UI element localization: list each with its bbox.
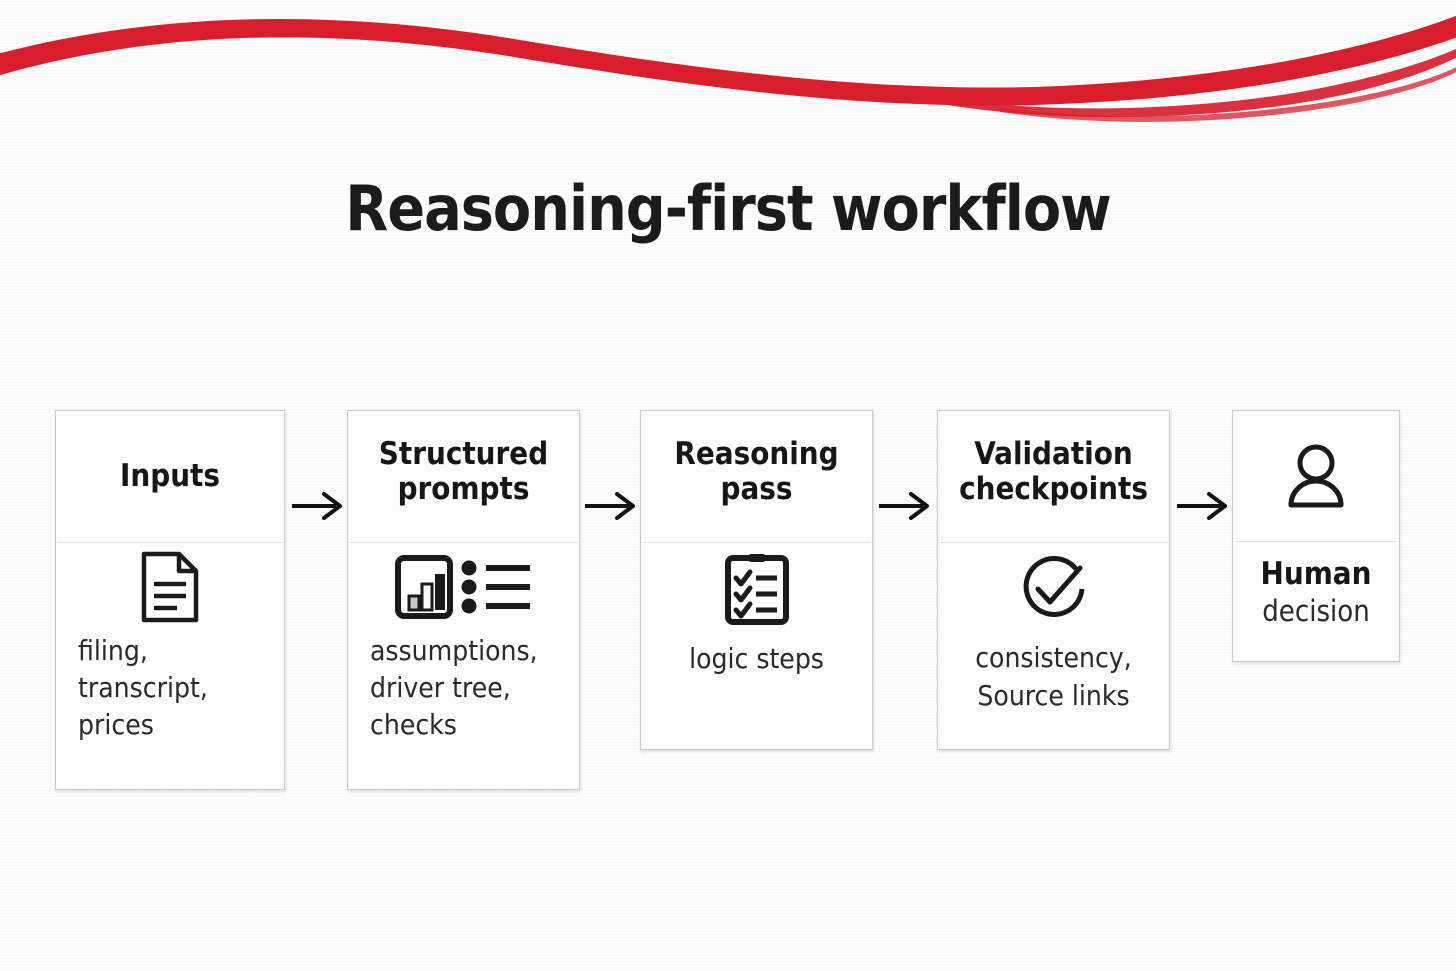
- flow-step-body: assumptions, driver tree, checks: [348, 543, 579, 744]
- flow-step-structured-prompts[interactable]: Structured prompts assumptions, driver t…: [347, 410, 580, 790]
- flow-step-caption: logic steps: [689, 642, 824, 675]
- red-wave-banner: [0, 15, 1456, 122]
- flow-step-title: Structured prompts: [378, 436, 549, 508]
- flow-step-title: Validation checkpoints: [959, 436, 1148, 508]
- flow-step-caption: filing, transcript, prices: [78, 634, 208, 741]
- person-icon: [1233, 411, 1399, 541]
- flow-arrow-1: [292, 492, 342, 520]
- card-divider: [57, 542, 283, 543]
- flow-step-title: Reasoning pass: [674, 436, 839, 508]
- check-circle-icon: [938, 543, 1169, 635]
- flow-arrow-3: [879, 492, 929, 520]
- page-title: Reasoning-first workflow: [345, 172, 1111, 245]
- card-divider: [349, 542, 578, 543]
- card-divider: [1234, 541, 1398, 542]
- flow-step-body: Human decision: [1233, 542, 1399, 629]
- flow-step-human-decision[interactable]: Human decision: [1232, 410, 1400, 662]
- flow-arrow-2: [585, 492, 635, 520]
- flow-step-title: Inputs: [120, 458, 220, 494]
- flow-step-caption: consistency, Source links: [975, 641, 1132, 712]
- flow-step-body: logic steps: [641, 543, 872, 678]
- flow-step-validation-checkpoints[interactable]: Validation checkpoints consistency, Sour…: [937, 410, 1170, 750]
- document-icon: [56, 543, 284, 631]
- flow-step-reasoning-pass[interactable]: Reasoning pass logic steps: [640, 410, 873, 750]
- flow-step-caption: assumptions, driver tree, checks: [370, 634, 538, 741]
- flow-step-body: consistency, Source links: [938, 543, 1169, 715]
- flow-step-caption-line1: Human: [1260, 556, 1372, 592]
- flow-step-body: filing, transcript, prices: [56, 543, 284, 744]
- card-divider: [939, 542, 1168, 543]
- bar-chart-and-bullet-list-icon: [348, 543, 579, 631]
- flow-step-inputs[interactable]: Inputs filing, transcript, prices: [55, 410, 285, 790]
- card-divider: [642, 542, 871, 543]
- checklist-clipboard-icon: [641, 543, 872, 635]
- flow-arrow-4: [1177, 492, 1227, 520]
- flow-step-caption-line2: decision: [1262, 594, 1370, 629]
